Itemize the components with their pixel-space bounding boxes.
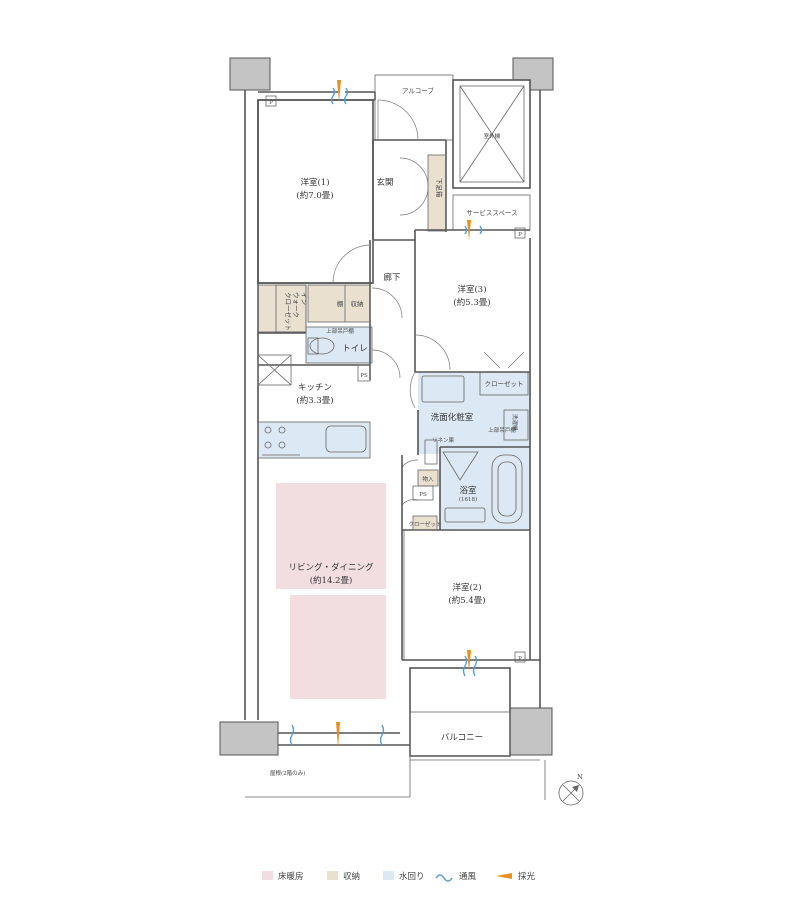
daylight-arrow-icon <box>496 873 512 879</box>
column-top-left <box>229 57 271 91</box>
label-upper-cabinet-toilet: 上部吊戸棚 <box>326 327 354 335</box>
room-label-western-2: 洋室(2) <box>452 582 481 593</box>
label-walkin-1: ウォーク <box>292 292 300 318</box>
label-shelf: 棚 <box>337 299 344 308</box>
label-outdoor-unit: 室外機 <box>484 132 501 140</box>
p-marker-3: P <box>518 656 522 662</box>
legend-swatch-water <box>383 871 394 880</box>
legend: 床暖房 収納 水回り 通風 採光 <box>262 871 536 882</box>
label-walkin-3: クローゼット <box>284 292 293 331</box>
toilet-fill <box>306 327 372 363</box>
room-label-kitchen: キッチン <box>298 383 332 393</box>
floor-heating-area-2 <box>290 595 386 699</box>
room-size-western-2: (約5.4畳) <box>448 595 485 606</box>
outer-walls <box>244 88 541 746</box>
room-label-washroom: 洗面化粧室 <box>431 412 474 423</box>
room-label-bathroom: 浴室 <box>459 485 477 496</box>
room-size-bathroom: (1618) <box>459 496 477 503</box>
legend-label-ventilation: 通風 <box>459 871 477 882</box>
label-walkin-2: イン <box>300 292 308 305</box>
room-label-service-space: サービススペース <box>466 208 517 217</box>
legend-label-floor-heating: 床暖房 <box>278 871 304 882</box>
room-label-corridor: 廊下 <box>383 272 401 283</box>
room-size-living: (約14.2畳) <box>310 575 353 586</box>
room-size-western-3: (約5.3畳) <box>453 297 490 308</box>
ventilation-wave-icon <box>435 874 453 882</box>
column-bottom-left <box>219 721 279 756</box>
room-label-western-3: 洋室(3) <box>457 284 486 295</box>
column-bottom-right <box>509 707 553 756</box>
kitchen-counter-fill <box>258 422 370 458</box>
label-closet-small: クローゼット <box>408 520 441 528</box>
room-label-western-1: 洋室(1) <box>300 177 329 188</box>
room-label-toilet: トイレ <box>342 344 368 354</box>
legend-label-water: 水回り <box>399 871 425 882</box>
compass-north-label: N <box>577 773 583 781</box>
floor-heating-area-1 <box>276 483 386 589</box>
p-marker-1: P <box>269 100 273 106</box>
label-upper-cabinet-wash: 上部吊戸棚 <box>488 426 516 434</box>
label-shoe-cabinet: 下足箱 <box>435 178 444 198</box>
shoe-cabinet-fill <box>428 155 446 231</box>
label-closet-3: クローゼット <box>485 379 524 388</box>
storage-fill <box>308 285 370 322</box>
legend-label-daylight: 採光 <box>518 871 536 882</box>
legend-label-storage: 収納 <box>343 871 360 882</box>
label-storage: 収納 <box>351 299 364 308</box>
room-label-living: リビング・ダイニング <box>288 562 374 573</box>
daylight-markers <box>336 80 471 748</box>
room-size-kitchen: (約3.3畳) <box>296 395 333 406</box>
label-linen: リネン庫 <box>432 436 455 444</box>
pantry-fill <box>418 470 438 486</box>
service-space-outline <box>452 79 531 189</box>
closet-small-fill <box>413 516 437 530</box>
label-ps-wash: PS <box>419 492 427 498</box>
label-pantry: 物入 <box>422 475 434 483</box>
room-label-alcove: アルコーブ <box>402 86 434 95</box>
room-size-western-1: (約7.0畳) <box>296 190 333 201</box>
legend-swatch-floor-heating <box>262 871 273 880</box>
label-ps-kitchen: PS <box>360 373 368 379</box>
walkin-closet-fill <box>258 285 306 332</box>
legend-swatch-storage <box>327 871 338 880</box>
alcove-outline <box>374 74 454 141</box>
label-washer: 洗濯機 <box>511 414 519 431</box>
room-label-roof: 屋根(2階のみ) <box>270 769 305 777</box>
ventilation-markers <box>289 87 483 746</box>
p-marker-2: P <box>518 232 522 238</box>
room-label-balcony: バルコニー <box>441 733 483 743</box>
compass-icon <box>558 780 584 806</box>
room-label-entrance: 玄関 <box>376 177 393 188</box>
